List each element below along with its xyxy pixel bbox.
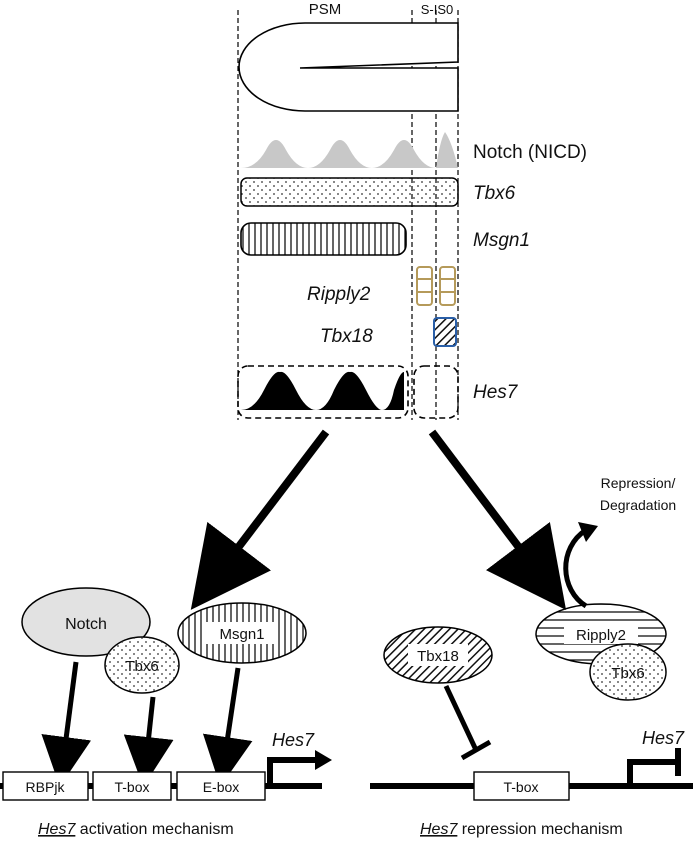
activation-mechanism: Notch Msgn1 Tbx6 RBPjk T-box E-box Hes7 … xyxy=(0,587,332,838)
activation-caption-gene: Hes7 xyxy=(38,821,76,838)
activation-caption-rest: activation mechanism xyxy=(75,821,233,838)
t-box-activation-label: T-box xyxy=(114,779,149,795)
tbx18-protein-label: Tbx18 xyxy=(417,648,459,665)
notch-nicd-label: Notch (NICD) xyxy=(473,142,587,163)
ripply2-row-label: Ripply2 xyxy=(307,284,371,305)
tbx18-inhibition-line xyxy=(443,684,479,752)
tbx6-ellipse-dots xyxy=(105,637,179,693)
e-box-label: E-box xyxy=(203,779,240,795)
hes7-activation-gene-label: Hes7 xyxy=(272,730,315,750)
msgn1-expression-bar xyxy=(240,222,407,256)
msgn1-binding-arrow xyxy=(202,667,253,787)
msgn1-label-bg xyxy=(206,622,278,644)
hes7-blocked-promoter xyxy=(627,759,676,786)
degradation-curved-arrow xyxy=(563,527,588,609)
tbx6-protein-label: Tbx6 xyxy=(125,658,158,675)
activation-caption: Hes7 activation mechanism xyxy=(38,821,234,838)
msgn1-row-label: Msgn1 xyxy=(473,230,530,251)
tbx6-repression-label: Tbx6 xyxy=(611,665,644,682)
hes7-promoter-arrowhead xyxy=(315,750,332,770)
psm-panel: PSM S-IS0 Notch (NICD) Tbx6 Msgn1 Ripply… xyxy=(237,1,587,420)
repression-caption-rest: repression mechanism xyxy=(457,821,622,838)
tbx6-repression-ellipse-dots xyxy=(590,644,666,700)
ripply2-expression xyxy=(416,266,456,306)
degradation-arrowhead xyxy=(578,522,598,542)
repression-label-line1: Repression/ xyxy=(601,475,676,491)
ripply2-label-bg xyxy=(564,624,638,644)
t-box-repression-label: T-box xyxy=(503,779,538,795)
tbx18-row-label: Tbx18 xyxy=(320,326,373,347)
tbx18-inhibition-bar xyxy=(460,739,492,761)
repression-caption-gene: Hes7 xyxy=(420,821,458,838)
rbpjk-label: RBPjk xyxy=(26,779,66,795)
notch-binding-arrow xyxy=(41,661,92,787)
hes7-psm-box xyxy=(237,365,409,419)
tbx6-binding-arrow xyxy=(123,696,174,787)
hes7-promoter-arrow xyxy=(267,757,318,786)
tbx18-label-bg xyxy=(408,644,468,666)
arrow-to-activation xyxy=(190,429,330,610)
notch-oscillation xyxy=(241,132,458,168)
tbx18-expression-block xyxy=(433,317,457,347)
psm-label: PSM xyxy=(309,1,342,18)
notch-protein-label: Notch xyxy=(65,616,107,633)
hes7-oscillation xyxy=(241,371,404,410)
repression-label-line2: Degradation xyxy=(600,497,676,513)
tbx6-expression-bar xyxy=(240,177,459,207)
repression-mechanism: Repression/ Degradation Tbx18 Ripply2 Tb… xyxy=(370,475,693,838)
t-box-activation-box xyxy=(92,771,172,801)
ripply2-protein-label: Ripply2 xyxy=(576,627,626,644)
arrow-to-repression xyxy=(428,429,567,610)
hes7-repression-gene-label: Hes7 xyxy=(642,728,685,748)
rbpjk-box xyxy=(2,771,89,801)
msgn1-protein-label: Msgn1 xyxy=(219,626,264,643)
e-box-box xyxy=(176,771,266,801)
repression-caption: Hes7 repression mechanism xyxy=(420,821,623,838)
s-is0-label: S-IS0 xyxy=(421,2,454,17)
hes7-row-label: Hes7 xyxy=(473,382,519,403)
tbx6-row-label: Tbx6 xyxy=(473,183,516,204)
notch-ellipse xyxy=(21,587,151,657)
hes7-s-is0-box xyxy=(413,365,459,419)
t-box-repression-box xyxy=(473,771,570,801)
psm-tail-outline xyxy=(238,22,459,112)
